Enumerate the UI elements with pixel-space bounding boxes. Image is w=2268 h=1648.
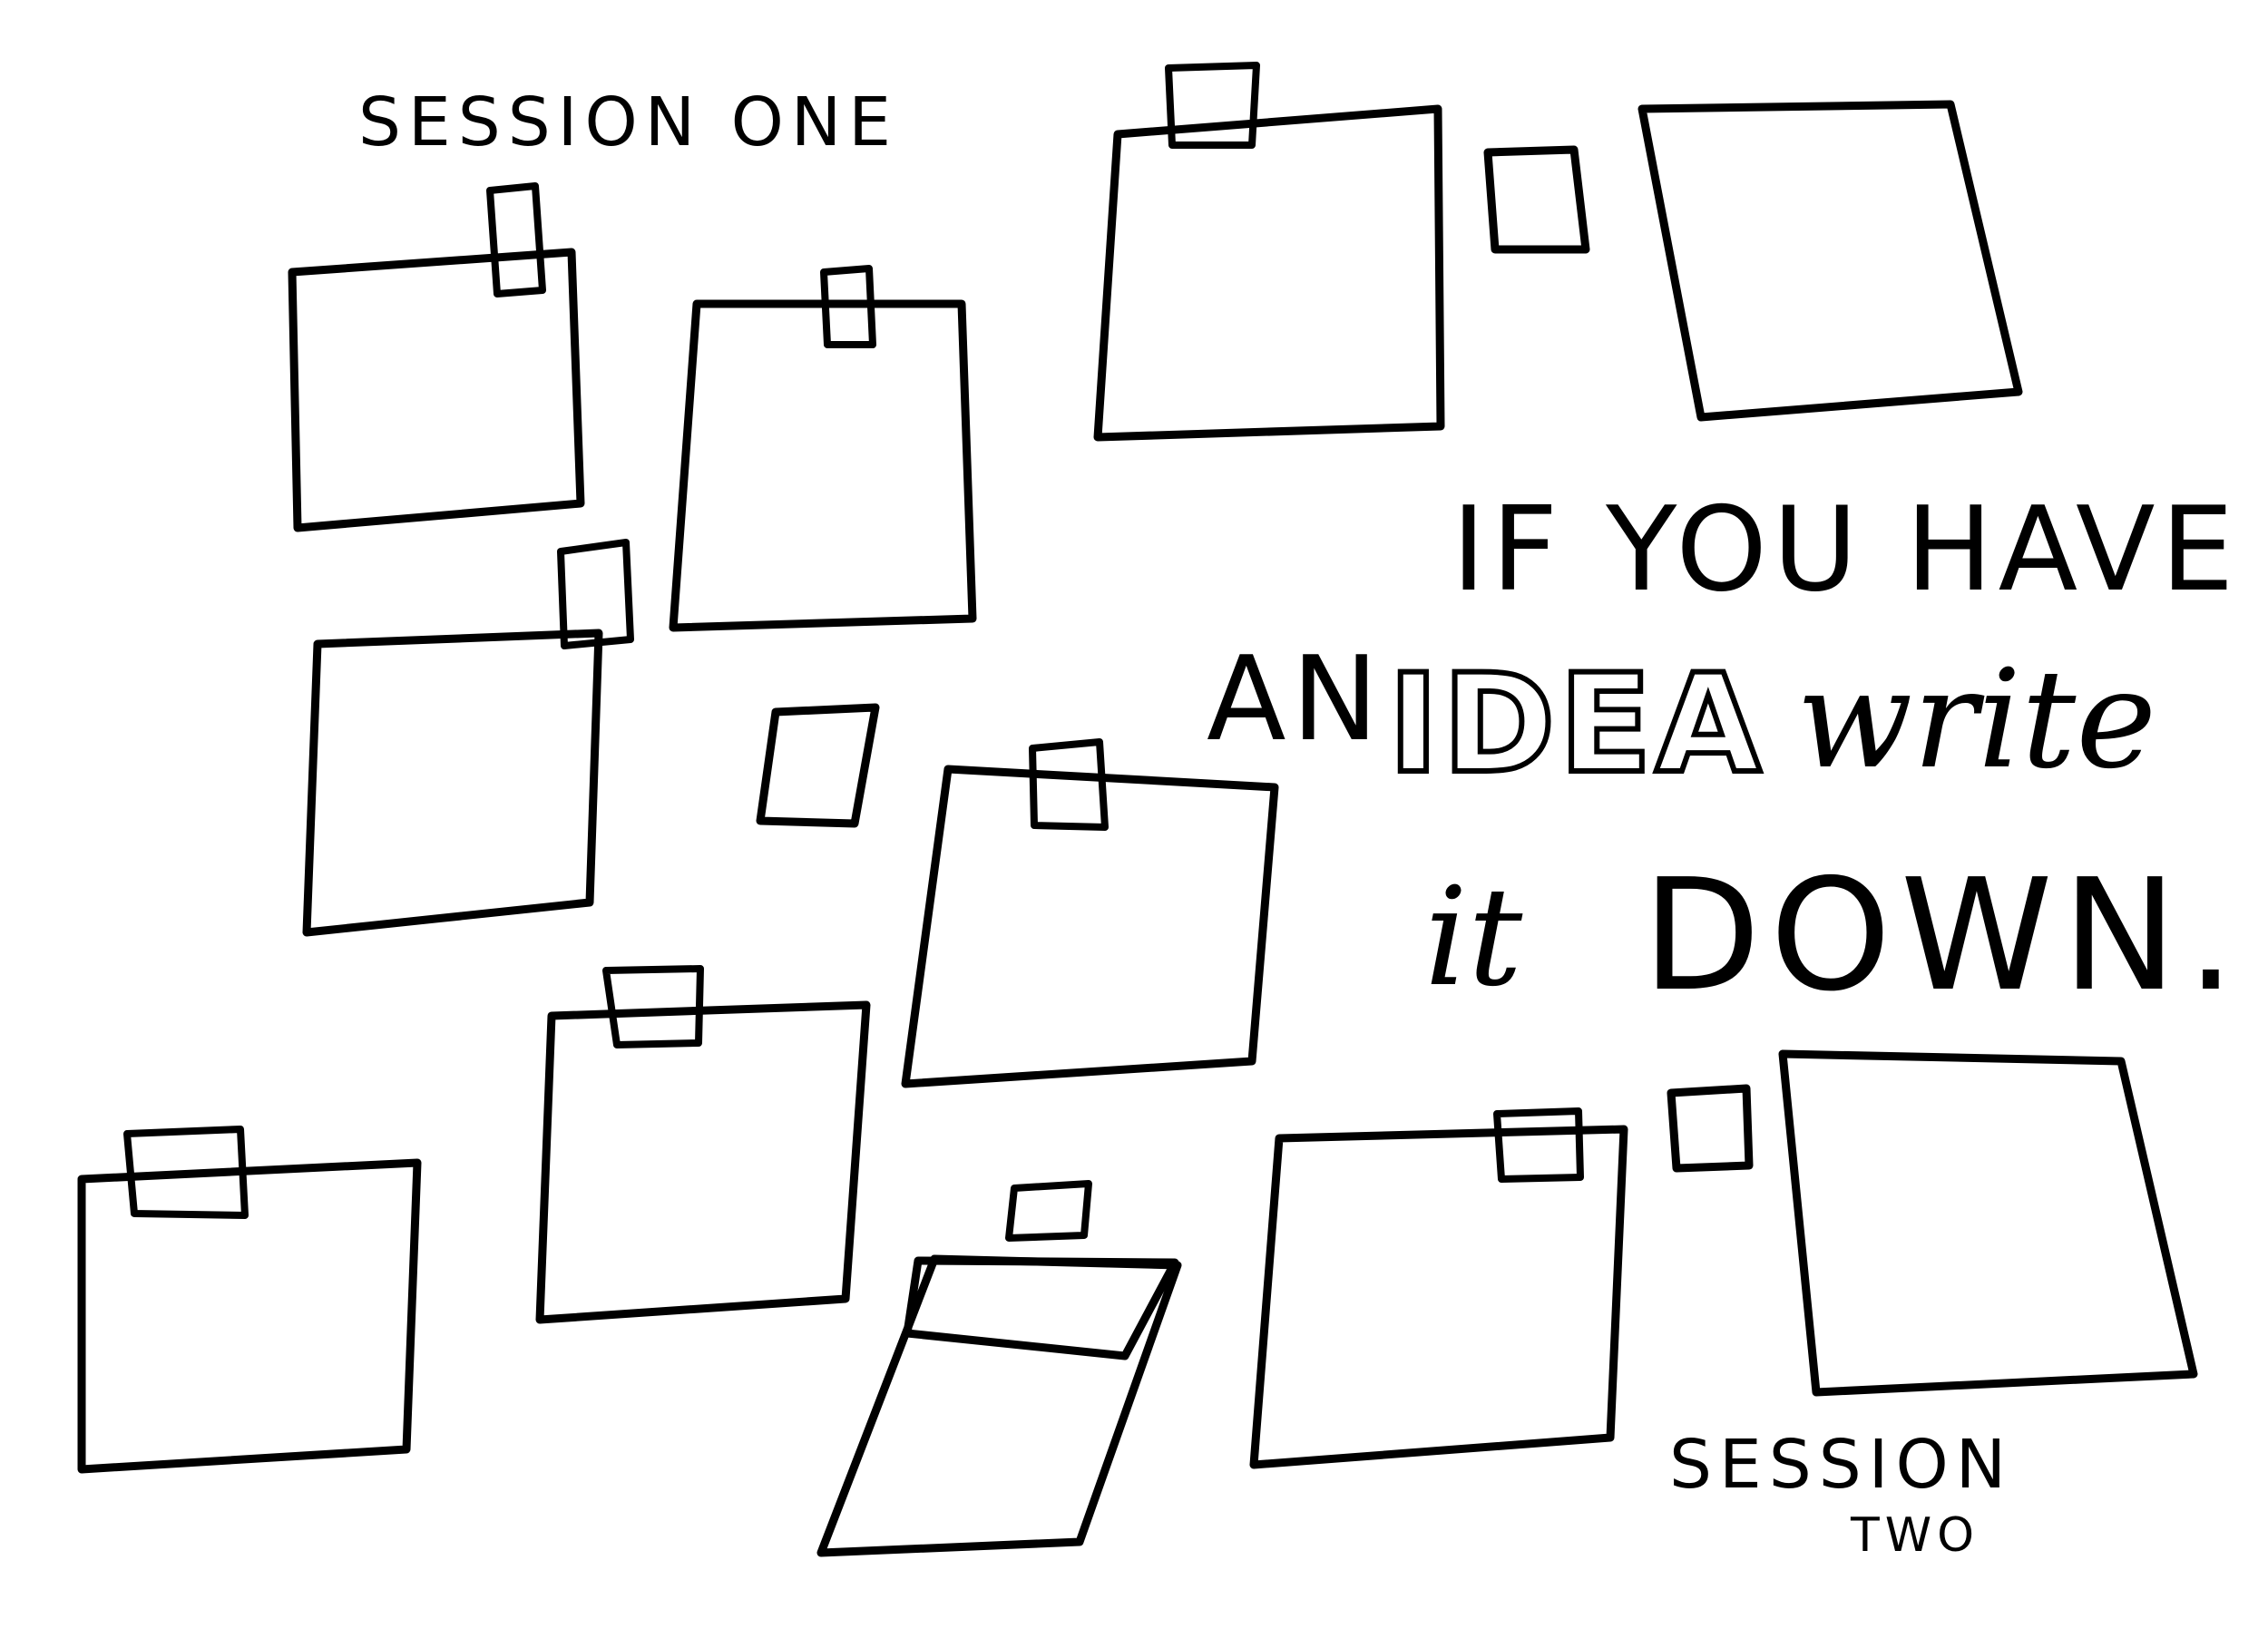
message-write-word: write — [1796, 641, 2156, 799]
sticky-note-10 — [77, 1126, 422, 1474]
message-down-word: DOWN. — [1642, 846, 2244, 1026]
session-two-label-line1: SESSION — [1669, 1426, 2013, 1504]
message-line-2-prefix: AN — [1207, 632, 1383, 767]
sticky-note-11 — [903, 1256, 1179, 1360]
sticky-note-7 — [756, 703, 880, 828]
sticky-note-6 — [302, 539, 634, 937]
sticky-note-2 — [669, 265, 977, 632]
sticky-note-13 — [1249, 1107, 1628, 1469]
sticky-note-1 — [288, 182, 585, 532]
sticky-note-15 — [1778, 1049, 2198, 1397]
sticky-note-14 — [1667, 1084, 1754, 1173]
sticky-note-12 — [816, 1180, 1182, 1557]
message-line-3-prefix: it — [1424, 859, 1523, 1017]
session-two-label-line2: TWO — [1850, 1508, 1980, 1563]
sticky-note-4 — [1483, 145, 1590, 254]
sticky-note-5 — [1637, 100, 2023, 422]
sticky-note-3 — [1093, 62, 1445, 442]
message-line-1: IF YOU HAVE — [1452, 483, 2239, 618]
sticky-note-8 — [901, 738, 1279, 1088]
sticky-note-9 — [535, 965, 871, 1324]
message-idea-word: IDEA — [1388, 646, 1765, 804]
session-one-label: SESSION ONE — [358, 83, 898, 161]
